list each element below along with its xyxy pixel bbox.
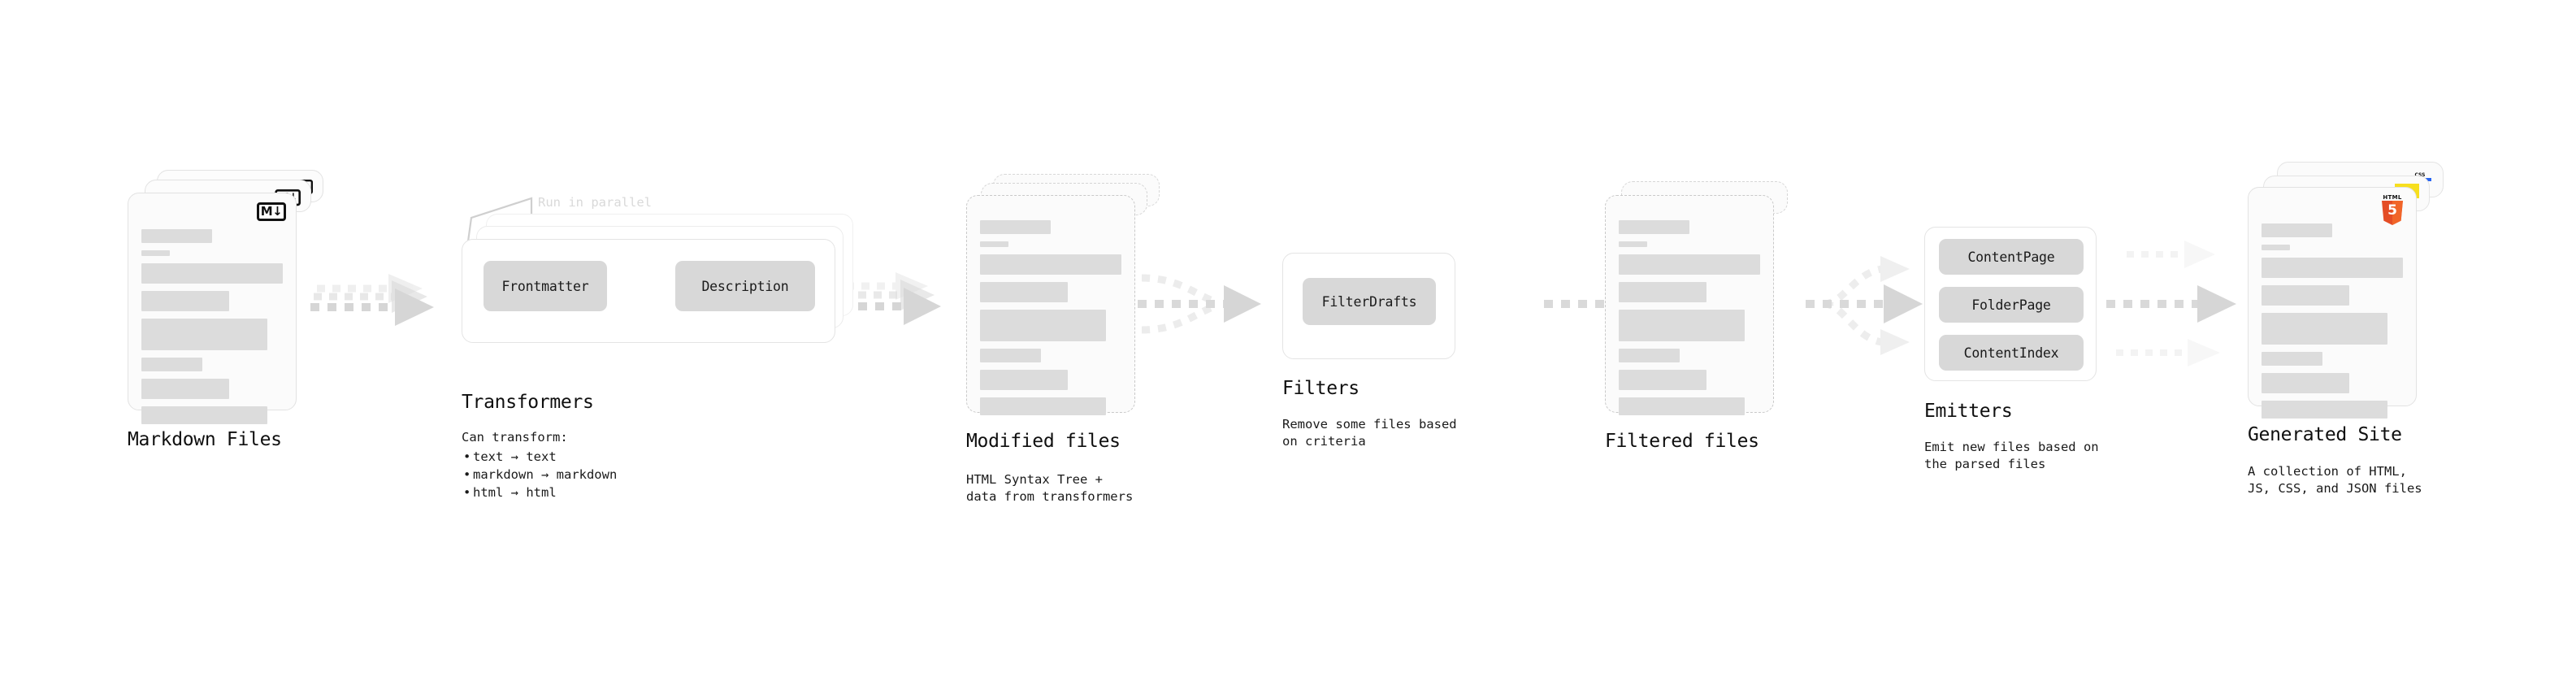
- chip-filterdrafts[interactable]: FilterDrafts: [1303, 278, 1436, 325]
- page-title: Generated Site: [2248, 424, 2402, 445]
- skeleton-bar: [2262, 352, 2322, 366]
- skeleton-content: [141, 229, 283, 424]
- transform-list: Can transform: text → text markdown → ma…: [462, 428, 617, 501]
- skeleton-bar: [1619, 282, 1706, 302]
- skeleton-content: [1619, 220, 1760, 415]
- css3-icon-label: CSS: [2415, 172, 2426, 178]
- skeleton-bar: [980, 310, 1106, 341]
- chip-contentpage[interactable]: ContentPage: [1939, 239, 2084, 275]
- skeleton-bar: [2262, 258, 2403, 278]
- skeleton-bar: [2262, 245, 2290, 250]
- html5-icon-number: 5: [2387, 202, 2397, 219]
- chip-contentindex[interactable]: ContentIndex: [1939, 335, 2084, 371]
- skeleton-bar: [2262, 373, 2349, 393]
- chip-description[interactable]: Description: [675, 261, 815, 311]
- page-title: Transformers: [462, 392, 594, 413]
- skeleton-bar: [980, 349, 1041, 362]
- page-title: Markdown Files: [128, 429, 282, 450]
- modified-card-front: [966, 195, 1135, 415]
- skeleton-bar: [1619, 241, 1647, 247]
- run-in-parallel-label: Run in parallel: [538, 195, 652, 210]
- filtered-card-front: [1605, 195, 1774, 415]
- page-subtitle: Emit new files based on the parsed files: [1924, 440, 2099, 471]
- page-title: Emitters: [1924, 401, 2013, 422]
- skeleton-bar: [2262, 285, 2349, 306]
- skeleton-bar: [1619, 310, 1745, 341]
- arrow-emitters-to-site: [2106, 241, 2236, 367]
- skeleton-bar: [2262, 223, 2332, 237]
- skeleton-bar: [980, 282, 1068, 302]
- arrow-filtered-to-emitters: [1806, 256, 1923, 355]
- skeleton-bar: [1619, 220, 1689, 234]
- skeleton-bar: [980, 241, 1008, 247]
- chip-frontmatter[interactable]: Frontmatter: [484, 261, 607, 311]
- markdown-card-front: M↓: [128, 193, 297, 424]
- chip-folderpage[interactable]: FolderPage: [1939, 287, 2084, 323]
- skeleton-bar: [980, 370, 1068, 390]
- html5-icon-shield: 5: [2382, 201, 2403, 225]
- skeleton-bar: [141, 319, 267, 350]
- emitters-box: ContentPage FolderPage ContentIndex: [1924, 227, 2097, 381]
- skeleton-bar: [141, 379, 229, 399]
- markdown-icon: M↓: [257, 202, 286, 221]
- transformer-box-front: Frontmatter Description: [462, 239, 835, 343]
- skeleton-bar: [141, 250, 170, 256]
- page-title: Filters: [1282, 378, 1360, 399]
- skeleton-bar: [141, 291, 229, 311]
- list-item: markdown → markdown: [462, 466, 617, 484]
- skeleton-content: [980, 220, 1121, 415]
- arrow-markdown-to-transformers: [310, 274, 434, 326]
- site-card-html: HTML 5: [2248, 187, 2417, 419]
- page-title: Modified files: [966, 431, 1121, 452]
- filters-box: FilterDrafts: [1282, 253, 1455, 359]
- skeleton-bar: [2262, 313, 2387, 345]
- transform-list-lead: Can transform:: [462, 430, 568, 445]
- skeleton-bar: [980, 220, 1051, 234]
- html5-icon: HTML 5: [2379, 194, 2406, 227]
- html5-icon-label: HTML: [2383, 194, 2402, 201]
- skeleton-bar: [141, 263, 283, 284]
- skeleton-bar: [1619, 370, 1706, 390]
- skeleton-bar: [980, 397, 1106, 415]
- page-subtitle: Remove some files based on criteria: [1282, 417, 1457, 449]
- page-subtitle: HTML Syntax Tree + data from transformer…: [966, 472, 1134, 504]
- skeleton-bar: [141, 229, 212, 243]
- skeleton-bar: [980, 254, 1121, 275]
- page-subtitle: A collection of HTML, JS, CSS, and JSON …: [2248, 464, 2422, 496]
- list-item: html → html: [462, 484, 617, 501]
- skeleton-bar: [2262, 401, 2387, 419]
- skeleton-bar: [141, 406, 267, 424]
- list-item: text → text: [462, 448, 617, 466]
- arrow-modified-to-filters: [1138, 274, 1261, 334]
- skeleton-bar: [141, 358, 202, 371]
- skeleton-bar: [1619, 254, 1760, 275]
- page-title: Filtered files: [1605, 431, 1759, 452]
- skeleton-content: [2262, 223, 2403, 419]
- skeleton-bar: [1619, 349, 1680, 362]
- skeleton-bar: [1619, 397, 1745, 415]
